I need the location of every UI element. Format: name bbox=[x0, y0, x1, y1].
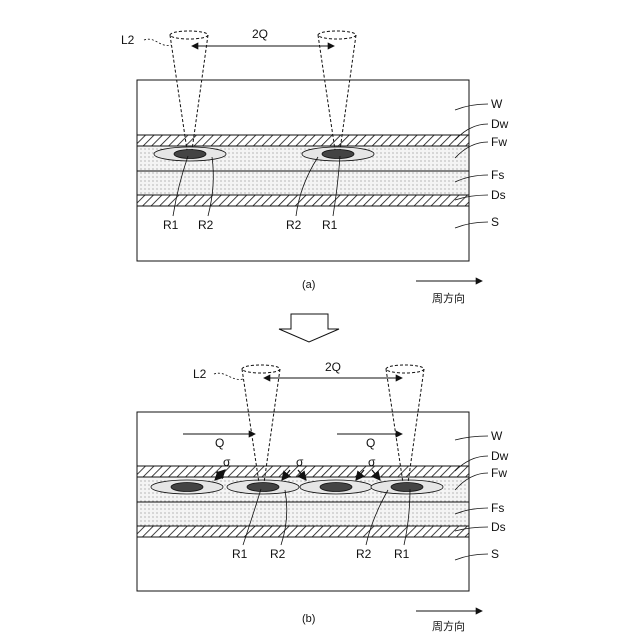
label-w: W bbox=[491, 429, 503, 443]
substrate-s bbox=[137, 206, 469, 261]
label-r1-right: R1 bbox=[322, 218, 338, 232]
beam-leader bbox=[214, 373, 243, 379]
stress-label-1: σ bbox=[223, 455, 231, 469]
label-r1-left: R1 bbox=[163, 218, 179, 232]
label-ds: Ds bbox=[491, 188, 506, 202]
panel-a: 2Q L2 W Dw Fw Fs Ds S R1 R2 R2 R1 bbox=[121, 27, 509, 305]
beam-leader bbox=[144, 39, 171, 45]
stress-label-3: σ bbox=[368, 455, 376, 469]
caption-b: (b) bbox=[302, 613, 315, 625]
label-fw: Fw bbox=[491, 466, 507, 480]
label-r2-left: R2 bbox=[198, 218, 214, 232]
label-r2-right: R2 bbox=[356, 547, 372, 561]
spacing-label: 2Q bbox=[325, 360, 341, 374]
label-s: S bbox=[491, 215, 499, 229]
label-r2-right: R2 bbox=[286, 218, 302, 232]
direction-label: 周方向 bbox=[432, 619, 465, 633]
layer-fs bbox=[137, 171, 469, 195]
shift-label-right: Q bbox=[366, 436, 375, 450]
layer-dw bbox=[137, 135, 469, 146]
label-dw: Dw bbox=[491, 449, 509, 463]
label-fw: Fw bbox=[491, 135, 507, 149]
label-r1-left: R1 bbox=[232, 547, 248, 561]
label-fs: Fs bbox=[491, 168, 504, 182]
substrate-w bbox=[137, 80, 469, 135]
transition-arrow-icon bbox=[279, 314, 339, 342]
label-dw: Dw bbox=[491, 117, 509, 131]
label-ds: Ds bbox=[491, 520, 506, 534]
panel-b: 2Q L2 Q Q σ σ σ W Dw Fw bbox=[137, 360, 509, 633]
shift-label-left: Q bbox=[215, 436, 224, 450]
region-r1-right bbox=[391, 483, 423, 492]
region-r1-left bbox=[174, 150, 206, 159]
region-r1-prev-left bbox=[171, 483, 203, 492]
layer-ds bbox=[137, 195, 469, 206]
region-r1-left bbox=[247, 483, 279, 492]
label-s: S bbox=[491, 547, 499, 561]
region-r1-prev-right bbox=[320, 483, 352, 492]
substrate-s bbox=[137, 537, 469, 591]
direction-label: 周方向 bbox=[432, 291, 465, 305]
layer-fs bbox=[137, 502, 469, 526]
beam-label: L2 bbox=[121, 33, 135, 47]
spacing-label: 2Q bbox=[252, 27, 268, 41]
label-r1-right: R1 bbox=[394, 547, 410, 561]
stress-label-2: σ bbox=[296, 455, 304, 469]
label-fs: Fs bbox=[491, 501, 504, 515]
label-r2-left: R2 bbox=[270, 547, 286, 561]
beam-label: L2 bbox=[193, 367, 207, 381]
region-r1-right bbox=[322, 150, 354, 159]
label-w: W bbox=[491, 97, 503, 111]
caption-a: (a) bbox=[302, 279, 315, 291]
layer-ds bbox=[137, 526, 469, 537]
